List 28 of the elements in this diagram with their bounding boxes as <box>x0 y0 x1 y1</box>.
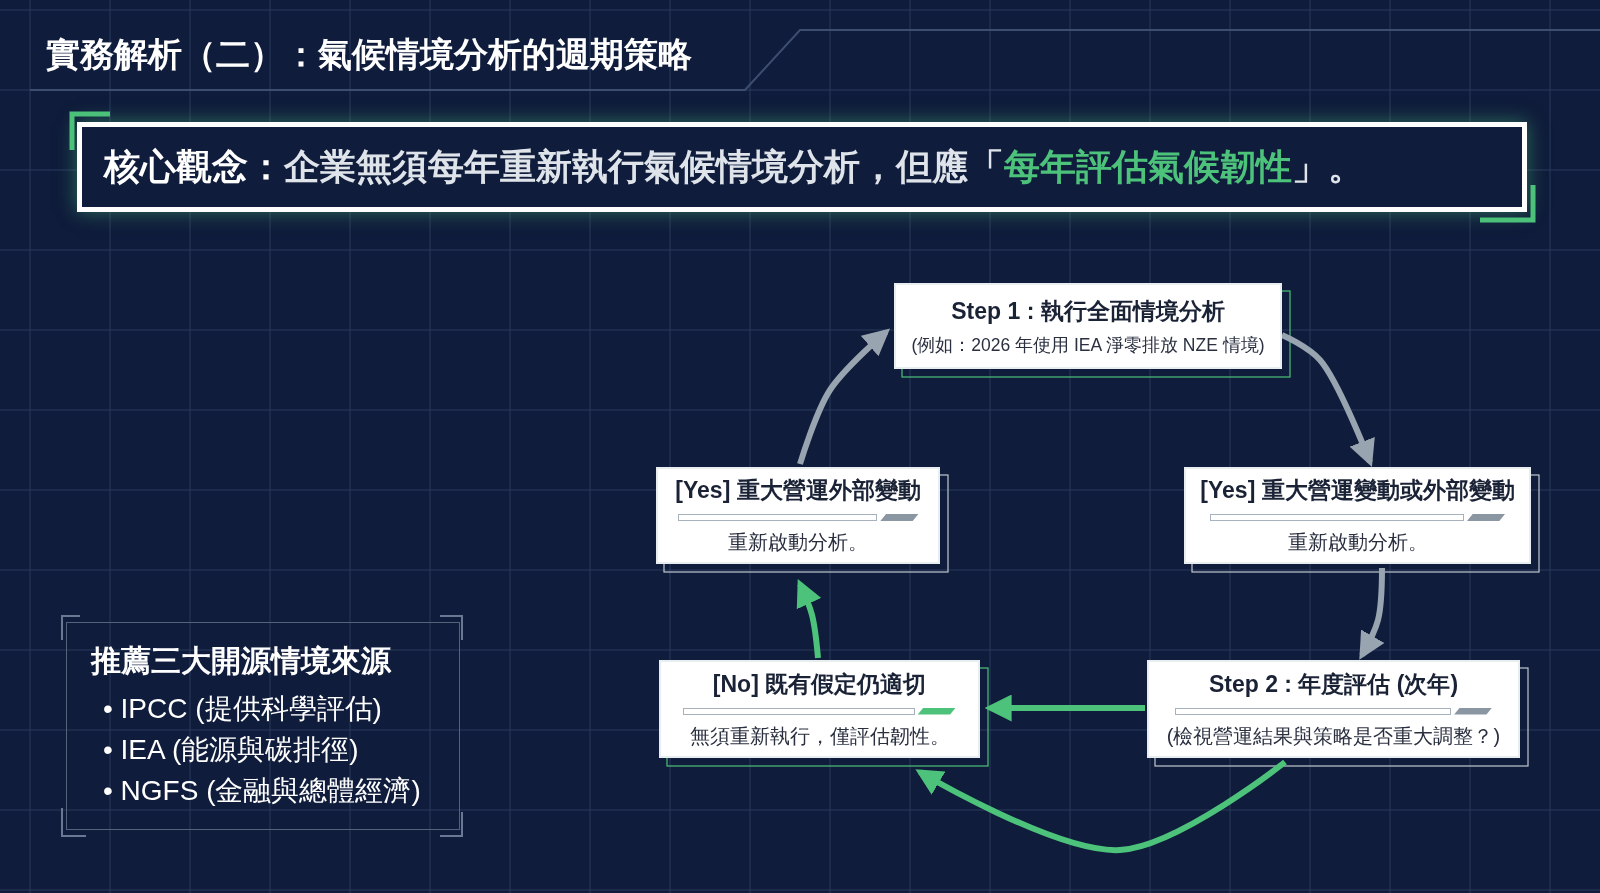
list-item: • IEA (能源與碳排徑) <box>103 733 360 767</box>
panel-heading: 推薦三大開源情境來源 <box>91 643 392 679</box>
step-description: (檢視營運結果與策略是否重大調整？) <box>1166 723 1501 749</box>
step-description: 重新啟動分析。 <box>728 530 868 555</box>
step-description: (例如：2026 年使用 IEA 淨零排放 NZE 情境) <box>911 333 1265 357</box>
arrow <box>796 579 822 659</box>
step-box <box>1147 660 1520 758</box>
arrow <box>797 328 891 465</box>
step-box <box>894 283 1282 369</box>
step-heading: [Yes] 重大營運變動或外部變動 <box>1200 476 1515 505</box>
concept-label: 核心觀念： <box>104 144 284 189</box>
step-heading: Step 2 : 年度評估 (次年) <box>1208 669 1459 699</box>
step-box <box>1184 467 1531 564</box>
title: 實務解析（二）：氣候情境分析的週期策略 <box>46 34 692 75</box>
step-heading: [No] 既有假定仍適切 <box>712 669 927 699</box>
concept-text: 企業無須每年重新執行氣候情境分析，但應「每年評估氣候韌性」。 <box>284 144 1364 189</box>
list-item: • NGFS (金融與總體經濟) <box>103 774 422 808</box>
step-heading: Step 1 : 執行全面情境分析 <box>951 296 1225 326</box>
concept-banner <box>77 122 1527 212</box>
step-heading: [Yes] 重大營運外部變動 <box>675 476 921 505</box>
arrow <box>984 694 1145 722</box>
step-box <box>656 467 940 564</box>
step-box <box>659 660 980 758</box>
step-description: 重新啟動分析。 <box>1287 530 1428 555</box>
list-item: • IPCC (提供科學評估) <box>103 692 383 726</box>
arrow <box>915 759 1287 853</box>
step-description: 無須重新執行，僅評估韌性。 <box>689 723 950 749</box>
arrow <box>1359 567 1385 660</box>
